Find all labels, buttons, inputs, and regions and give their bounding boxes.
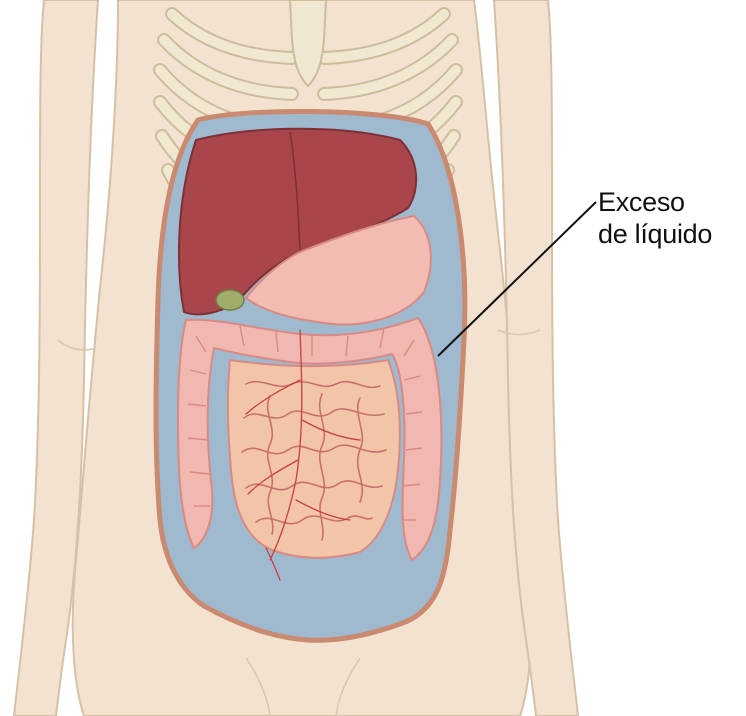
excess-fluid-label-line2: de líquido bbox=[598, 218, 712, 250]
small-intestine bbox=[228, 360, 400, 558]
excess-fluid-label-line1: Exceso bbox=[598, 186, 712, 218]
gallbladder bbox=[216, 290, 244, 310]
excess-fluid-label: Exceso de líquido bbox=[598, 186, 712, 250]
